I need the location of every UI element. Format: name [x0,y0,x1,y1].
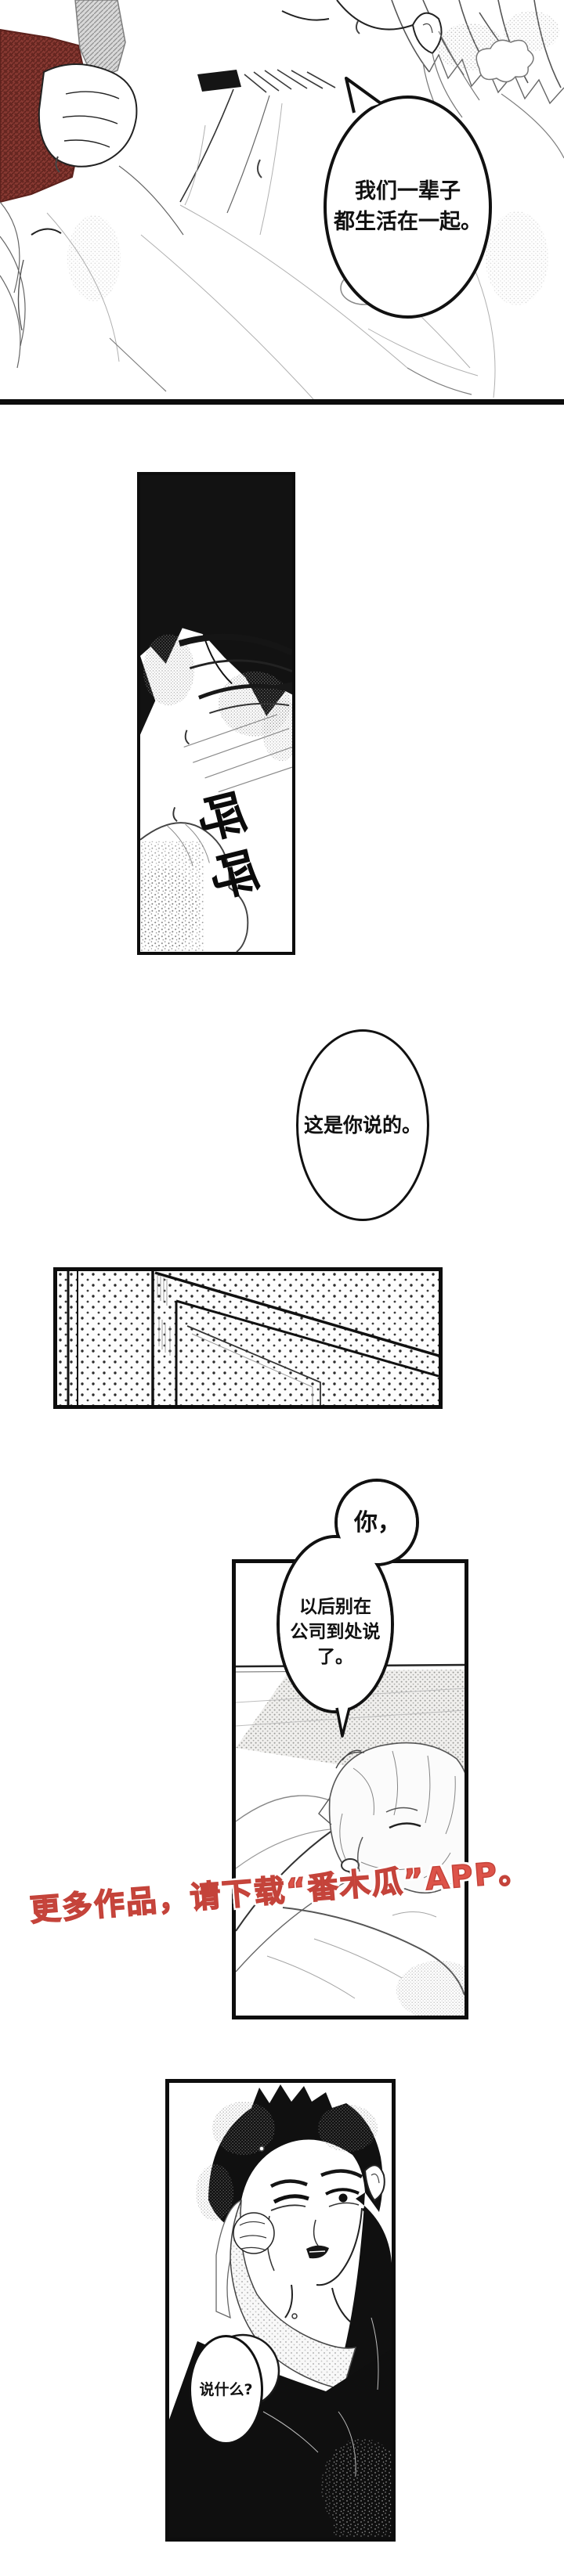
panel-eyes-closeup [137,472,295,955]
speech-bubble-you-said-it-text: 这是你说的。 [303,1113,421,1137]
panel-annoyed-man-art [169,2084,392,2538]
bubble-line: 公司到处说 [290,1622,381,1643]
speech-bubble-say-what: 说什么? [189,2335,263,2444]
speech-bubble-you: 你， [346,1501,409,1545]
speech-bubble-live-together-tail [345,77,382,113]
bubble-line: 都生活在一起。 [334,209,482,234]
panel-sleeping-art [236,1663,465,2016]
speech-bubble-dont-tell-shape [277,1479,419,1738]
bubble-line: 以后别在 [299,1597,371,1618]
panel-door [53,1267,443,1409]
speech-bubble-dont-tell: 以后别在 公司到处说 了。 [276,1586,395,1680]
speech-bubble-live-together: 我们一辈子 都生活在一起。 [324,95,492,319]
bubble-line: 我们一辈子 [355,179,461,204]
speech-bubble-you-said-it: 这是你说的。 [296,1029,429,1221]
speech-bubble-live-together-text: 我们一辈子 都生活在一起。 [334,177,482,237]
panel-door-art [57,1271,439,1405]
speech-bubble-you-text: 你， [354,1508,401,1537]
speech-bubble-dont-tell-text: 以后别在 公司到处说 了。 [291,1595,381,1670]
panel-annoyed-man [165,2079,396,2542]
speech-bubble-say-what-text: 说什么? [199,2380,253,2398]
panel-eyes-closeup-art [140,475,292,952]
bubble-line: 了。 [317,1646,353,1667]
